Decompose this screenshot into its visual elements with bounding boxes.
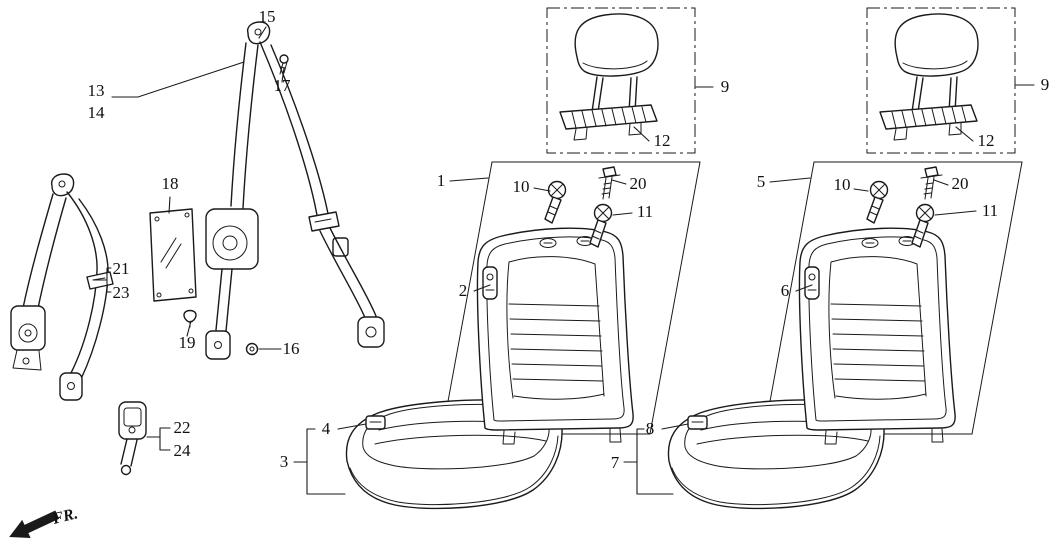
- callout-18: 18: [162, 174, 179, 193]
- fr-label: FR.: [50, 505, 80, 528]
- callout-leader-lines: [93, 26, 1035, 495]
- callout-22: 22: [174, 418, 191, 437]
- callout-14: 14: [88, 103, 106, 122]
- callout-15: 15: [259, 7, 276, 26]
- seatbelt-center-assembly: [149, 21, 385, 360]
- callout-19: 19: [179, 333, 196, 352]
- callout-11b: 11: [982, 201, 998, 220]
- callout-6: 6: [781, 281, 790, 300]
- callout-12a: 12: [654, 131, 671, 150]
- callout-21: 21: [113, 259, 130, 278]
- callout-10a: 10: [513, 177, 530, 196]
- callout-1: 1: [437, 171, 446, 190]
- headrest-assembly-2: [879, 13, 979, 141]
- headrest-assembly-1: [559, 13, 659, 141]
- callout-2: 2: [459, 281, 468, 300]
- callout-5: 5: [757, 172, 766, 191]
- callout-3: 3: [280, 452, 289, 471]
- seat-assembly-2: [667, 166, 956, 510]
- callout-9b: 9: [1041, 75, 1050, 94]
- callout-13: 13: [88, 81, 105, 100]
- callout-4: 4: [322, 419, 331, 438]
- callout-8: 8: [646, 419, 655, 438]
- headrest-box-1: [546, 7, 696, 154]
- seatbelt-outer-assembly: [10, 173, 114, 401]
- callout-10b: 10: [834, 175, 851, 194]
- callout-12b: 12: [978, 131, 995, 150]
- seatbelt-buckle-assembly: [118, 401, 147, 476]
- upper-anchor: [246, 21, 271, 45]
- callout-11a: 11: [637, 202, 653, 221]
- callout-9a: 9: [721, 77, 730, 96]
- callout-20b: 20: [952, 174, 969, 193]
- anchor-bolt: [279, 54, 289, 75]
- seat-assembly-1: [345, 166, 634, 510]
- belt-latch-plate-2: [308, 211, 340, 232]
- callout-24: 24: [174, 441, 192, 460]
- callout-16: 16: [283, 339, 300, 358]
- fr-arrow-icon: [9, 510, 60, 539]
- grommet: [245, 342, 259, 356]
- seat-box-2: [763, 161, 1023, 435]
- callout-20a: 20: [630, 174, 647, 193]
- headrest-box-2: [866, 7, 1016, 154]
- belt-retractor: [10, 305, 46, 371]
- callout-17: 17: [274, 76, 292, 95]
- seat-box-1: [441, 161, 701, 435]
- callout-7: 7: [611, 453, 620, 472]
- belt-retractor-reel: [205, 208, 259, 270]
- callout-23: 23: [113, 283, 130, 302]
- warning-plate: [149, 208, 197, 302]
